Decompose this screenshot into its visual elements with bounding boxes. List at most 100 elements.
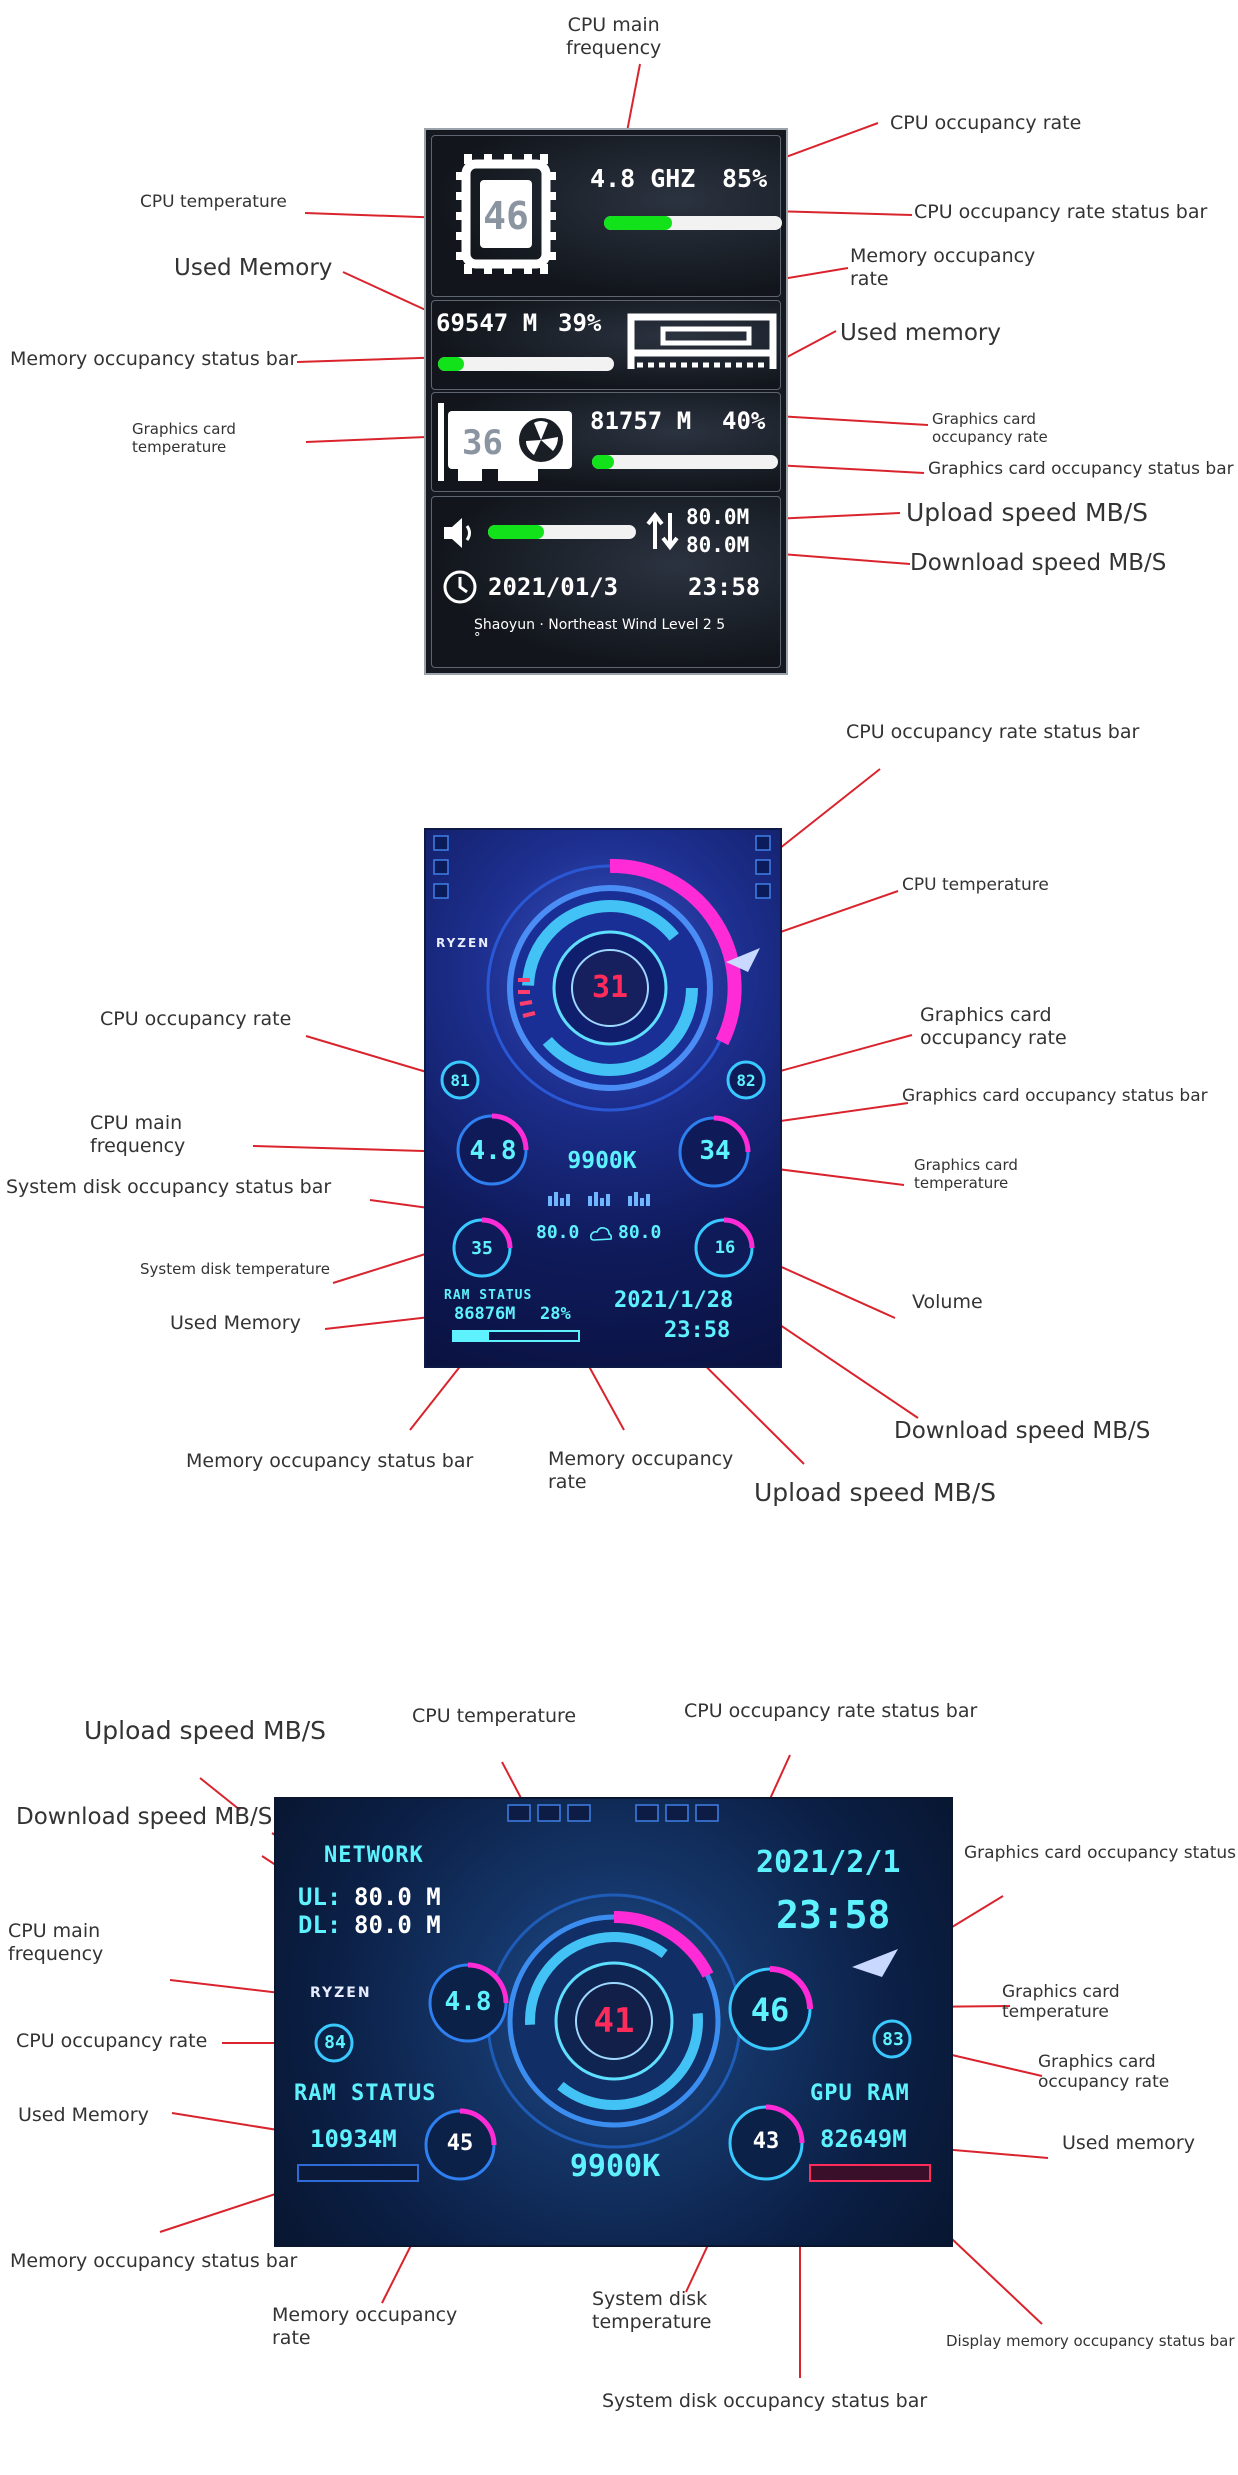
callout-download-speed-3: Download speed MB/S [16,1804,273,1830]
date-value: 2021/2/1 [756,1845,901,1880]
ram-stick-icon [627,313,777,369]
monitor-panel-1: 46 4.8 GHZ 85% 69547 M 39% 36 81757 M [424,128,788,675]
network-title: NETWORK [324,1843,424,1868]
gpu-occupancy-value: 83 [882,2029,904,2050]
date-value: 2021/1/28 [614,1288,734,1313]
download-speed-value: 80.0 M [354,1911,441,1939]
ryzen-logo: RYZEN [310,1985,372,2001]
callout-cpu-occupancy-rate-2: CPU occupancy rate [100,1008,292,1030]
monitor-panel-3: NETWORK UL: 80.0 M DL: 80.0 M 2021/2/1 2… [274,1797,953,2247]
speaker-icon[interactable] [442,515,478,551]
callout-upload-speed-3: Upload speed MB/S [84,1716,327,1745]
disk-temp-value: 35 [471,1238,493,1259]
ram-occupancy-value: 28% [540,1304,571,1324]
upload-speed-value: 80.0M [686,505,750,529]
callout-gpu-occupancy-bar-2: Graphics card occupancy status bar [902,1086,1208,1106]
callout-memory-occupancy-bar-2: Memory occupancy status bar [186,1450,474,1472]
callout-cpu-occupancy-rate-3: CPU occupancy rate [16,2030,208,2052]
gpu-ram-used-value: 82649M [820,2125,907,2153]
net-speed-left-value: 80.0 [536,1222,580,1243]
cpu-temp-value: 31 [591,970,629,1005]
callout-download-speed: Download speed MB/S [910,550,1167,576]
gpu-cell: 36 81757 M 40% [431,392,781,492]
time-value: 23:58 [776,1893,891,1937]
memory-occupancy-bar [438,357,614,371]
cpu-temp-value: 46 [483,194,529,238]
cpu-cell: 46 4.8 GHZ 85% [431,135,782,297]
graphics-card-icon [438,403,572,481]
panel-2-graphics [433,835,771,1278]
ram-status-title: RAM STATUS [294,2081,437,2106]
up-down-arrows-icon [646,511,679,551]
status-cell: 80.0M 80.0M 2021/01/3 23:58 Shaoyun · No… [431,496,781,668]
ram-occupancy-bar-fill [454,1332,489,1340]
ram-status-title: RAM STATUS [444,1288,533,1303]
gpu-memory-used-value: 81757 M [590,407,692,435]
weather-text: Shaoyun · Northeast Wind Level 2 5 [474,617,726,633]
disk-temp-value: 43 [752,2129,780,2154]
upload-label: UL: [298,1883,342,1911]
ram-occupancy-value: 45 [446,2131,474,2156]
volume-value: 16 [714,1238,736,1258]
callout-volume-2: Volume [912,1291,983,1313]
callout-vram-occupancy-bar-3: Display memory occupancy status bar [946,2332,1235,2350]
callout-cpu-temperature-3: CPU temperature [412,1705,577,1727]
callout-cpu-occupancy-bar-2: CPU occupancy rate status bar [846,721,1140,743]
cpu-temp-value: 41 [593,2001,635,2041]
callout-used-memory-3: Used Memory [18,2104,149,2126]
callout-used-memory-2: Used Memory [170,1312,301,1334]
gpu-occupancy-bar [592,455,778,469]
memory-used-value: 69547 M [436,309,538,337]
ram-used-value: 86876M [454,1304,516,1324]
callout-upload-speed-2: Upload speed MB/S [754,1478,997,1507]
volume-bar[interactable] [488,525,636,539]
callout-memory-occupancy-bar: Memory occupancy status bar [10,348,298,370]
cpu-frequency-value: 4.8 GHZ [590,164,696,193]
processor-model: 9900K [569,2149,661,2184]
ram-occupancy-bar [452,1330,580,1342]
memory-cell: 69547 M 39% [431,300,781,390]
ryzen-logo: RYZEN [436,936,491,950]
callout-used-memory: Used Memory [174,255,333,281]
callout-used-memory-gpu-3: Used memory [1062,2132,1195,2154]
upload-speed-value: 80.0 M [354,1883,441,1911]
gpu-occupancy-bar-fill [592,455,615,469]
callout-disk-occupancy-bar-2: System disk occupancy status bar [6,1176,332,1198]
gpu-temp-value: 36 [462,423,503,463]
callout-upload-speed: Upload speed MB/S [906,498,1149,527]
gpu-occupancy-value: 40% [722,407,766,435]
cpu-occupancy-value: 81 [450,1071,470,1090]
callout-memory-occupancy-bar-3: Memory occupancy status bar [10,2250,298,2272]
ram-used-value: 10934M [310,2125,397,2153]
callout-disk-occupancy-bar-3: System disk occupancy status bar [602,2390,928,2412]
volume-bar-fill [488,525,545,539]
download-label: DL: [298,1911,342,1939]
cpu-frequency-value: 4.8 [444,1987,492,2017]
cpu-occupancy-bar [604,216,782,230]
gpu-ram-title: GPU RAM [810,2081,910,2106]
callout-gpu-occupancy-bar: Graphics card occupancy status bar [928,459,1234,479]
callout-used-memory-gpu: Used memory [840,320,1001,346]
cpu-occupancy-bar-fill [604,216,672,230]
download-speed-value: 80.0M [686,533,750,557]
gpu-occupancy-value: 82 [736,1071,756,1090]
time-value: 23:58 [664,1318,731,1343]
cpu-chip-icon [456,154,556,274]
callout-cpu-occupancy-bar: CPU occupancy rate status bar [914,201,1208,223]
processor-model: 9900K [567,1148,637,1174]
time-value: 23:58 [688,573,761,601]
clock-icon [443,570,477,604]
cpu-occupancy-value: 85% [722,164,768,193]
cpu-occupancy-value: 84 [324,2032,346,2053]
